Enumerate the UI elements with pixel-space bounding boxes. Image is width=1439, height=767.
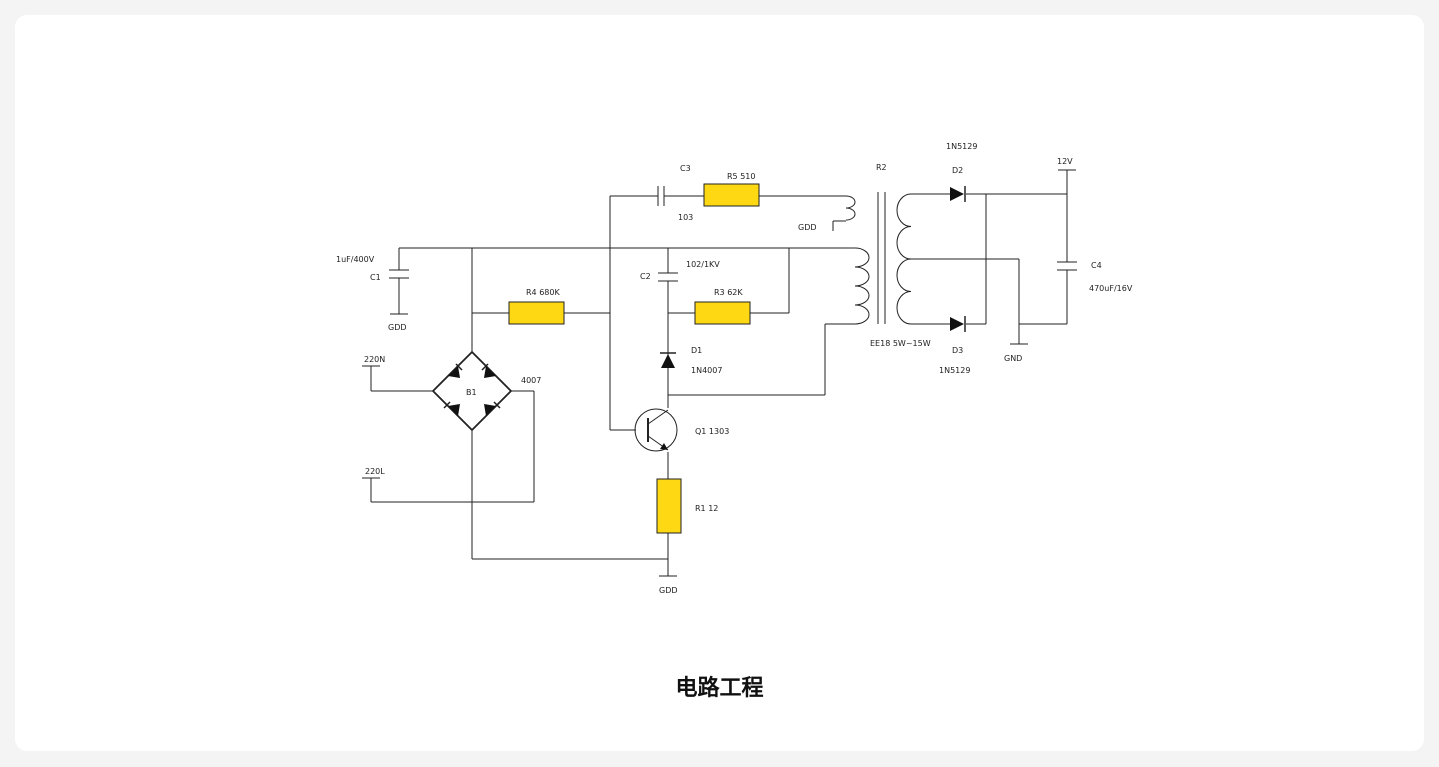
resistor-r3 — [694, 301, 751, 325]
label-c3: C3 — [680, 164, 691, 173]
capacitor-c2 — [658, 272, 678, 282]
label-d2: D2 — [952, 166, 963, 175]
resistor-r4 — [508, 301, 565, 325]
label-r1: R1 12 — [695, 504, 718, 513]
transformer-ee18 — [845, 192, 912, 325]
label-c2: C2 — [640, 272, 651, 281]
label-bridge-part: 4007 — [521, 376, 541, 385]
label-d2-part: 1N5129 — [946, 142, 977, 151]
label-c2-value: 102/1KV — [686, 260, 720, 269]
resistor-r1 — [656, 478, 682, 534]
wires — [362, 169, 1076, 577]
label-c4: C4 — [1091, 261, 1102, 270]
label-c1-value: 1uF/400V — [336, 255, 375, 264]
capacitor-c3 — [657, 186, 665, 206]
label-d3: D3 — [952, 346, 963, 355]
capacitor-c4 — [1057, 261, 1077, 271]
label-in-220l: 220L — [365, 467, 385, 476]
label-gdd-c1: GDD — [388, 323, 407, 332]
label-12v: 12V — [1057, 157, 1073, 166]
labels: 1uF/400V C1 GDD R4 680K 220N B1 4007 220… — [336, 142, 1133, 595]
label-d1-part: 1N4007 — [691, 366, 722, 375]
diode-d1 — [660, 352, 676, 368]
label-d1: D1 — [691, 346, 702, 355]
label-r2: R2 — [876, 163, 887, 172]
label-c3-value: 103 — [678, 213, 693, 222]
label-r4: R4 680K — [526, 288, 560, 297]
label-q1: Q1 1303 — [695, 427, 729, 436]
resistor-r5 — [703, 183, 760, 207]
label-r3: R3 62K — [714, 288, 743, 297]
label-gnd: GND — [1004, 354, 1022, 363]
diode-d3 — [950, 316, 966, 332]
label-c1: C1 — [370, 273, 381, 282]
diagram-title: 电路工程 — [675, 676, 764, 701]
diagram-card — [15, 15, 1424, 751]
label-c4-value: 470uF/16V — [1089, 284, 1133, 293]
label-gdd-feedback: GDD — [798, 223, 817, 232]
capacitor-c1 — [389, 269, 409, 279]
label-d3-part: 1N5129 — [939, 366, 970, 375]
label-gdd-bottom: GDD — [659, 586, 678, 595]
diode-d2 — [950, 186, 966, 202]
label-r5: R5 510 — [727, 172, 755, 181]
bridge-rectifier-b1 — [431, 350, 513, 432]
transistor-q1 — [634, 408, 678, 452]
label-b1: B1 — [466, 388, 477, 397]
label-transformer: EE18 5W~15W — [870, 339, 931, 348]
label-in-220n: 220N — [364, 355, 385, 364]
